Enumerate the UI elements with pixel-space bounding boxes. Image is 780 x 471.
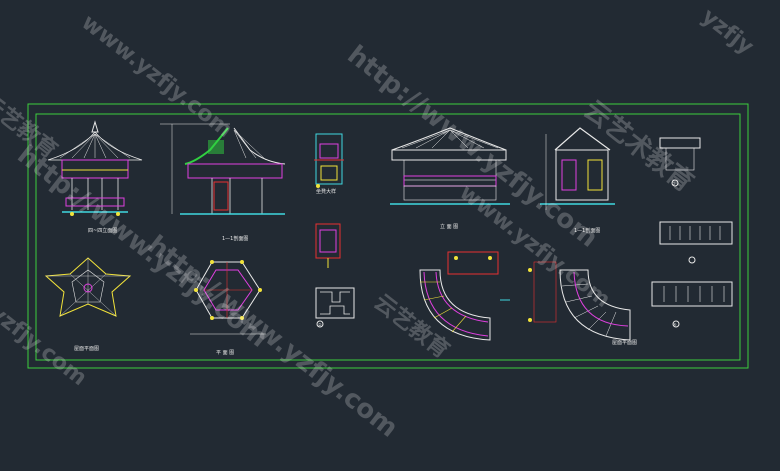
corridor-roof-plan: 屋面平面图 — [528, 261, 637, 346]
detail-3: ③ — [659, 137, 701, 187]
corridor-floor-plan — [419, 251, 510, 341]
pavilion-section: 1—1剖面图 — [160, 123, 286, 242]
pavilion-front-elevation: 四~四立面图 — [47, 120, 143, 234]
svg-text:④: ④ — [673, 322, 677, 327]
pavilion-floor-plan: 平 面 图 — [190, 260, 266, 356]
svg-text:立 面 图: 立 面 图 — [440, 223, 458, 230]
pavilion-roof-plan: 屋面平面图 — [44, 257, 132, 352]
railing-detail — [659, 221, 733, 264]
svg-text:屋面平面图: 屋面平面图 — [74, 346, 99, 352]
seat-detail-2 — [315, 223, 341, 268]
svg-text:②: ② — [318, 322, 322, 327]
svg-text:坐凳大样: 坐凳大样 — [316, 188, 336, 195]
svg-text:1—1剖面图: 1—1剖面图 — [222, 235, 248, 242]
svg-text:1—1剖面图: 1—1剖面图 — [574, 227, 600, 234]
inner-frame — [35, 113, 741, 361]
outer-frame — [27, 103, 749, 369]
svg-text:屋面平面图: 屋面平面图 — [612, 340, 637, 346]
railing-detail-2: ④ — [651, 281, 733, 328]
svg-text:③: ③ — [672, 181, 676, 186]
seat-detail-1: 坐凳大样 — [314, 133, 344, 195]
svg-text:四~四立面图: 四~四立面图 — [88, 227, 117, 234]
corridor-section: 1—1剖面图 — [540, 127, 615, 234]
svg-text:平 面 图: 平 面 图 — [216, 350, 234, 356]
corridor-elevation: 立 面 图 — [390, 127, 510, 230]
lattice-detail: ② — [315, 287, 355, 328]
